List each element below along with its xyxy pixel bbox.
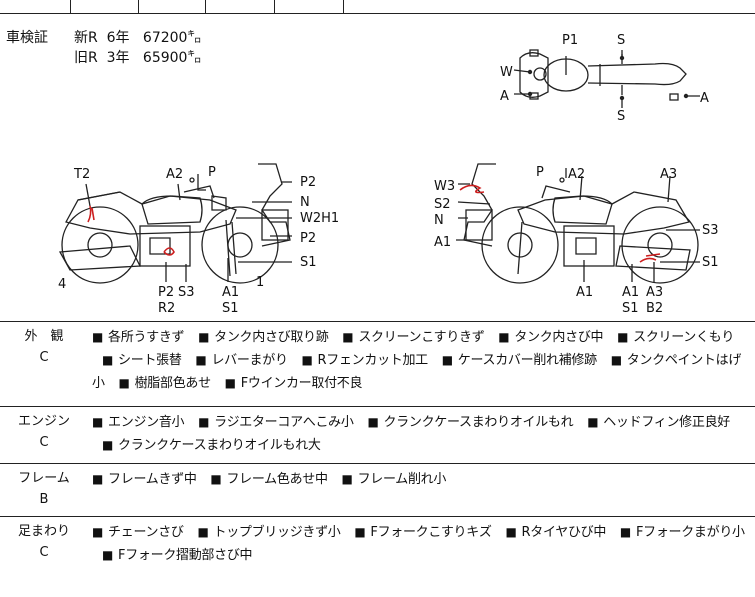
label-right-s1: S1 — [702, 255, 719, 270]
label-top-s-bottom: S — [617, 109, 625, 124]
note-item: Fウインカー取付不良 — [215, 376, 363, 391]
note-item: Fフォークこすりキズ — [344, 525, 491, 540]
label-top-s: S — [617, 33, 625, 48]
label-left-w2h1: W2H1 — [300, 211, 339, 226]
note-item: 各所うすきず — [92, 330, 184, 345]
label-right-a1b: A1 — [622, 285, 639, 300]
note-item: スクリーンこすりきず — [332, 330, 484, 345]
note-item: タンク内さび取り跡 — [188, 330, 328, 345]
label-left-n: N — [300, 195, 310, 210]
condition-row-engine: エンジン C エンジン音小 ラジエターコアへこみ小 クランクケースまわりオイルも… — [0, 407, 755, 464]
top-view-motorcycle — [520, 50, 686, 100]
condition-row-frame: フレーム B フレームきず中 フレーム色あせ中 フレーム削れ小 — [0, 464, 755, 517]
label-left-r2: R2 — [158, 301, 175, 316]
note-item: レバーまがり — [185, 353, 287, 368]
label-right-b2: B2 — [646, 301, 663, 316]
label-left-s3: S3 — [178, 285, 195, 300]
label-right-a1: A1 — [576, 285, 593, 300]
note-item: 樹脂部色あせ — [109, 376, 211, 391]
label-left-4: 4 — [58, 277, 66, 292]
condition-notes: チェーンさび トップブリッジきず小 Fフォークこすりキズ Rタイヤひび中 Fフォ… — [88, 517, 755, 597]
label-right-a2: A2 — [568, 167, 585, 182]
label-left-t2: T2 — [73, 167, 90, 182]
note-item: スクリーンくもり — [607, 330, 734, 345]
top-border-strip — [0, 0, 755, 14]
note-item: フレームきず中 — [92, 472, 197, 487]
condition-grade: C — [0, 542, 88, 563]
note-item: Rタイヤひび中 — [495, 525, 606, 540]
note-item: Fフォークまがり小 — [610, 525, 745, 540]
label-left-p2-top: P2 — [300, 175, 316, 190]
label-left-p: P — [208, 165, 216, 180]
note-item: クランクケースまわりオイルもれ大 — [92, 438, 321, 453]
condition-grade: C — [0, 432, 88, 453]
label-left-p2-bottom: P2 — [158, 285, 174, 300]
label-top-w: W — [500, 65, 513, 80]
label-left-1: 1 — [256, 275, 264, 290]
condition-row-suspension: 足まわり C チェーンさび トップブリッジきず小 Fフォークこすりキズ Rタイヤ… — [0, 517, 755, 597]
condition-category: 足まわり C — [0, 517, 88, 597]
inspection-sheet: 車検証 新R 6年 67200㌔ 旧R 3年 65900㌔ — [0, 0, 755, 561]
label-right-n: N — [434, 213, 444, 228]
note-item: フレーム削れ小 — [332, 472, 447, 487]
note-item: エンジン音小 — [92, 415, 184, 430]
label-right-s1b: S1 — [622, 301, 639, 316]
note-item: Rフェンカット加工 — [292, 353, 428, 368]
label-right-a3b: A3 — [646, 285, 663, 300]
diagram-area: 車検証 新R 6年 67200㌔ 旧R 3年 65900㌔ — [0, 14, 755, 321]
note-item: ケースカバー削れ補修跡 — [432, 353, 597, 368]
note-item: トップブリッジきず小 — [187, 525, 340, 540]
label-right-s2: S2 — [434, 197, 451, 212]
condition-notes: エンジン音小 ラジエターコアへこみ小 クランクケースまわりオイルもれ ヘッドフィ… — [88, 407, 755, 464]
label-left-a1: A1 — [222, 285, 239, 300]
note-item: ラジエターコアへこみ小 — [188, 415, 354, 430]
condition-notes: フレームきず中 フレーム色あせ中 フレーム削れ小 — [88, 464, 755, 517]
label-right-a1-left: A1 — [434, 235, 451, 250]
note-item: フレーム色あせ中 — [200, 472, 327, 487]
label-left-s1: S1 — [300, 255, 317, 270]
label-left-p2-mid: P2 — [300, 231, 316, 246]
note-item: シート張替 — [92, 353, 182, 368]
label-left-a2: A2 — [166, 167, 183, 182]
condition-category: 外 観 C — [0, 322, 88, 407]
motorcycle-diagram: P1 S W A A S T2 A2 P P2 N W2H1 P2 S1 4 1… — [0, 14, 755, 321]
condition-category: エンジン C — [0, 407, 88, 464]
label-left-s1-bottom: S1 — [222, 301, 239, 316]
label-right-w3: W3 — [434, 179, 455, 194]
label-top-a-left: A — [500, 89, 509, 104]
condition-grade: C — [0, 347, 88, 368]
label-right-s3: S3 — [702, 223, 719, 238]
note-item: チェーンさび — [92, 525, 184, 540]
condition-row-exterior: 外 観 C 各所うすきず タンク内さび取り跡 スクリーンこすりきず タンク内さび… — [0, 322, 755, 407]
condition-notes: 各所うすきず タンク内さび取り跡 スクリーンこすりきず タンク内さび中 スクリー… — [88, 322, 755, 407]
label-right-p: P — [536, 165, 544, 180]
note-item: クランクケースまわりオイルもれ — [357, 415, 573, 430]
condition-table: 外 観 C 各所うすきず タンク内さび取り跡 スクリーンこすりきず タンク内さび… — [0, 321, 755, 597]
label-top-a-right: A — [700, 91, 709, 106]
condition-grade: B — [0, 489, 88, 510]
label-top-p1: P1 — [562, 33, 578, 48]
label-right-a3: A3 — [660, 167, 677, 182]
note-item: タンク内さび中 — [488, 330, 603, 345]
note-item: ヘッドフィン修正良好 — [577, 415, 730, 430]
condition-category: フレーム B — [0, 464, 88, 517]
